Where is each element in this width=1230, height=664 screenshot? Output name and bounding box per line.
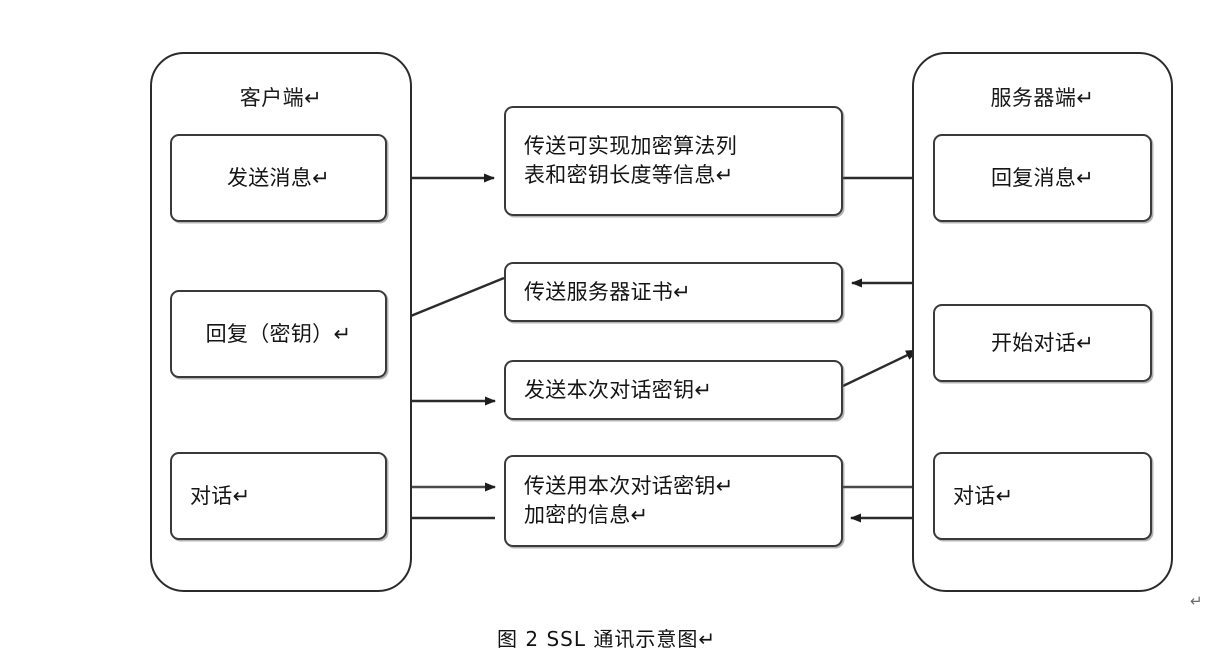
node-encrypted-info[interactable]: 传送用本次对话密钥↵ 加密的信息↵	[504, 455, 843, 547]
node-server-cert[interactable]: 传送服务器证书↵	[504, 262, 843, 322]
node-server-dialogue-label: 对话↵	[953, 483, 1014, 508]
node-encrypted-info-label: 传送用本次对话密钥↵ 加密的信息↵	[524, 474, 734, 527]
node-client-dialogue-label: 对话↵	[190, 483, 251, 508]
node-session-key[interactable]: 发送本次对话密钥↵	[504, 360, 843, 420]
node-cipher-list-label: 传送可实现加密算法列 表和密钥长度等信息↵	[524, 134, 737, 187]
node-reply-message-label: 回复消息↵	[990, 165, 1095, 190]
node-send-message[interactable]: 发送消息↵	[170, 134, 387, 222]
connector-session-key-to-start-dialogue	[842, 348, 919, 388]
server-panel-title: 服务器端↵	[990, 86, 1095, 110]
node-client-dialogue[interactable]: 对话↵	[170, 452, 387, 540]
node-server-dialogue[interactable]: 对话↵	[933, 452, 1152, 540]
node-reply-key-label: 回复（密钥）↵	[205, 321, 352, 346]
node-start-dialogue[interactable]: 开始对话↵	[933, 304, 1152, 382]
stray-return-mark: ↵	[1190, 592, 1203, 610]
node-reply-message[interactable]: 回复消息↵	[933, 134, 1152, 222]
node-cipher-list[interactable]: 传送可实现加密算法列 表和密钥长度等信息↵	[504, 106, 843, 216]
node-server-cert-label: 传送服务器证书↵	[524, 279, 691, 304]
connector-server-cert-to-reply-key	[395, 276, 505, 324]
node-session-key-label: 发送本次对话密钥↵	[524, 377, 713, 402]
client-panel-title: 客户端↵	[239, 86, 323, 110]
figure-caption: 图 2 SSL 通讯示意图↵	[497, 627, 717, 651]
node-send-message-label: 发送消息↵	[226, 165, 331, 190]
node-start-dialogue-label: 开始对话↵	[990, 330, 1095, 355]
node-reply-key[interactable]: 回复（密钥）↵	[170, 290, 387, 378]
